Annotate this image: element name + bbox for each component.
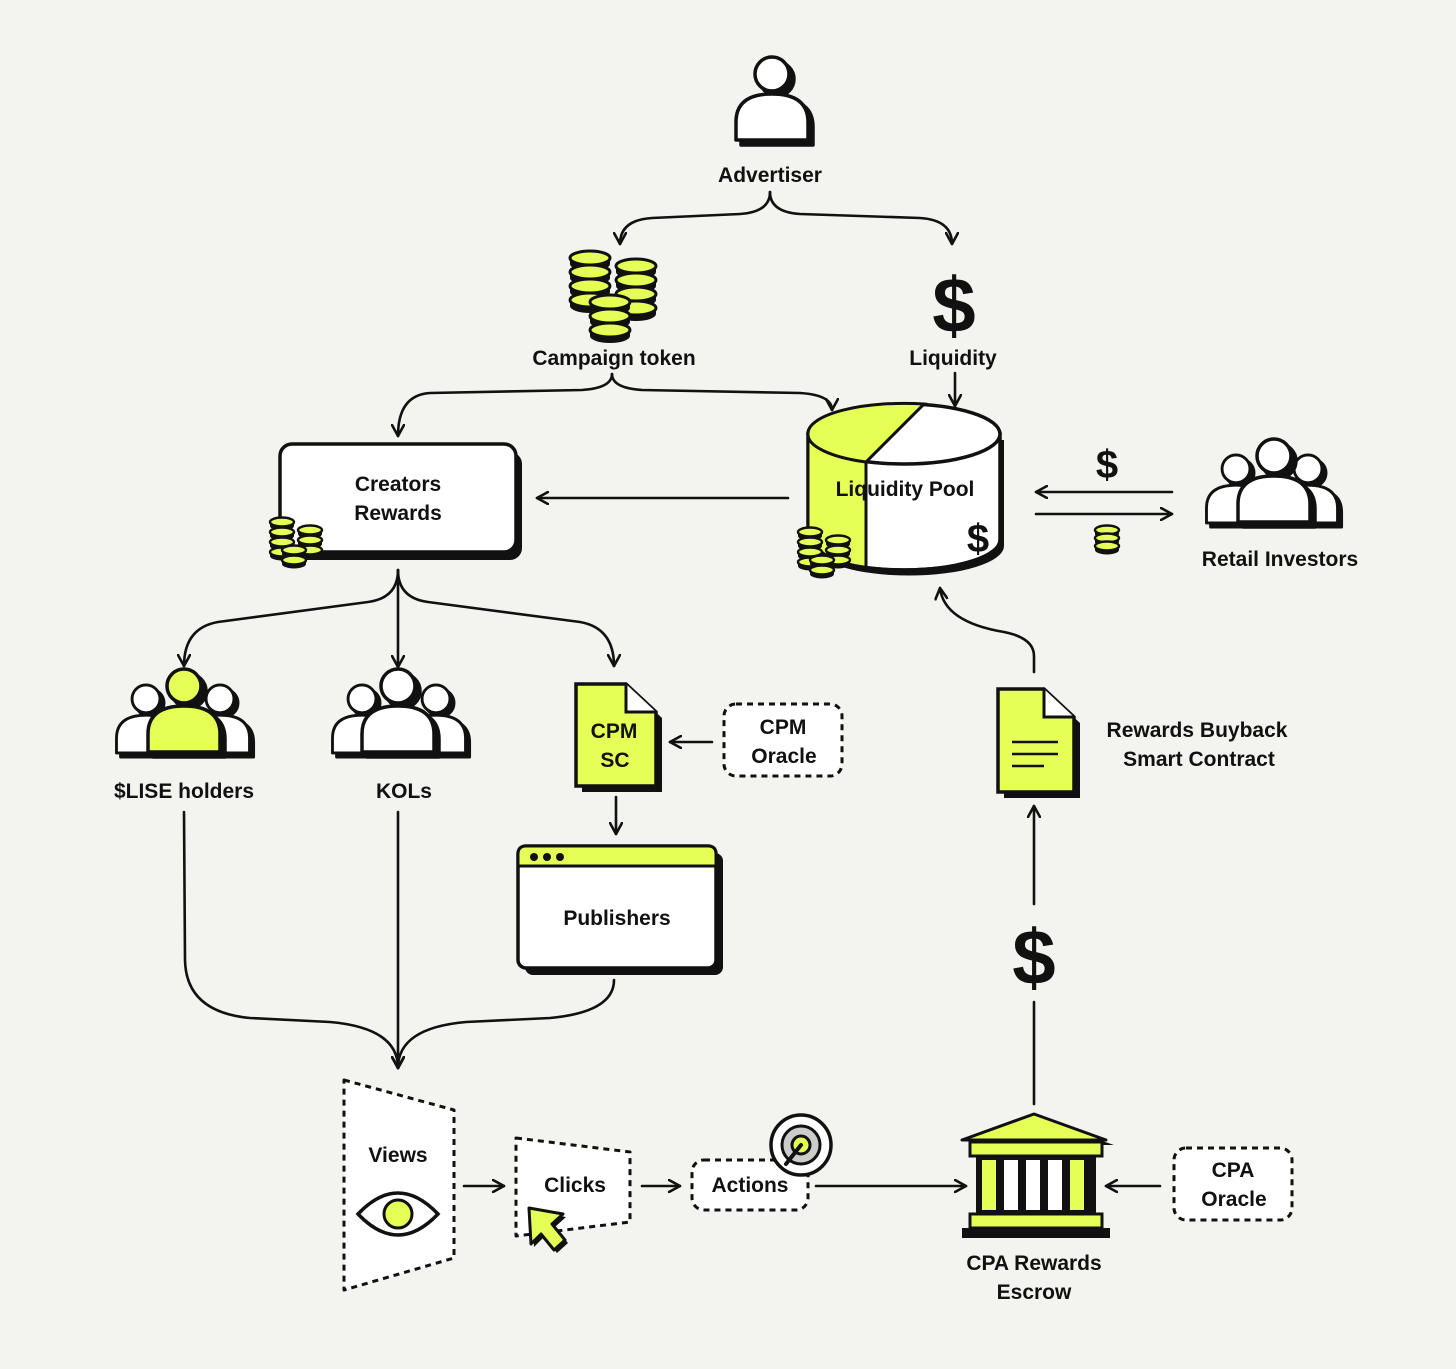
browser-window-icon xyxy=(516,844,723,975)
cpm-oracle-node: CPM Oracle xyxy=(722,702,844,778)
views-label: Views xyxy=(368,1144,427,1167)
creators-rewards-line1: Creators xyxy=(355,473,441,496)
cpa-escrow-node: CPA Rewards Escrow xyxy=(960,1112,1114,1304)
document-icon xyxy=(996,687,1080,798)
document-icon xyxy=(574,682,662,792)
campaign-token-node: Campaign token xyxy=(532,249,696,370)
campaign-token-label: Campaign token xyxy=(532,347,695,370)
rewards-buyback-node: Rewards Buyback Smart Contract xyxy=(996,687,1288,798)
actions-node: Actions xyxy=(690,1113,833,1212)
rewards-buyback-line1: Rewards Buyback xyxy=(1107,719,1288,742)
bank-icon xyxy=(960,1112,1114,1238)
lise-holders-node: $LISE holders xyxy=(114,667,256,803)
group-icon xyxy=(115,667,256,759)
clicks-node: Clicks xyxy=(514,1136,632,1253)
connectors xyxy=(184,190,1174,1186)
cursor-icon xyxy=(527,1206,568,1253)
rewards-buyback-line2: Smart Contract xyxy=(1123,748,1275,771)
liquidity-pool-label: Liquidity Pool xyxy=(836,478,975,501)
liquidity-pool-node: Liquidity Pool $ xyxy=(796,401,1004,580)
swap-coin-icon xyxy=(1093,524,1121,556)
cpa-escrow-line1: CPA Rewards xyxy=(966,1252,1101,1275)
pool-dollar-icon: $ xyxy=(967,517,989,561)
coin-stacks-icon xyxy=(568,249,658,345)
swap-dollar-icon: $ xyxy=(1096,443,1118,487)
kols-node: KOLs xyxy=(331,667,472,803)
cpm-oracle-line1: CPM xyxy=(760,716,807,739)
liquidity-label: Liquidity xyxy=(909,347,997,370)
cpm-sc-line2: SC xyxy=(600,749,629,772)
cpa-oracle-line1: CPA xyxy=(1212,1159,1255,1182)
kols-label: KOLs xyxy=(376,780,432,803)
group-icon xyxy=(331,667,472,759)
retail-investors-label: Retail Investors xyxy=(1202,548,1358,571)
cpm-oracle-line2: Oracle xyxy=(751,745,816,768)
cpa-oracle-node: CPA Oracle xyxy=(1172,1146,1294,1222)
creators-rewards-line2: Rewards xyxy=(354,502,442,525)
advertiser-label: Advertiser xyxy=(718,164,822,187)
liquidity-node: $ Liquidity xyxy=(909,261,997,370)
actions-label: Actions xyxy=(711,1174,788,1197)
target-icon xyxy=(769,1113,833,1177)
cylinder-pool-icon xyxy=(806,401,1004,576)
advertiser-node: Advertiser xyxy=(718,55,822,187)
dollar-icon: $ xyxy=(932,261,975,349)
cpm-sc-line1: CPM xyxy=(591,720,638,743)
cpa-oracle-line2: Oracle xyxy=(1201,1188,1266,1211)
creators-rewards-node: Creators Rewards xyxy=(268,442,522,570)
cpa-escrow-line2: Escrow xyxy=(997,1281,1072,1304)
views-node: Views xyxy=(342,1078,456,1292)
lise-holders-label: $LISE holders xyxy=(114,780,254,803)
buyback-dollar-icon: $ xyxy=(1012,913,1055,1001)
person-icon xyxy=(734,55,815,147)
publishers-label: Publishers xyxy=(563,907,670,930)
publishers-node: Publishers xyxy=(516,844,723,975)
cpm-sc-node: CPM SC xyxy=(574,682,662,792)
clicks-label: Clicks xyxy=(544,1174,606,1197)
retail-investors-node: $ Retail Investors xyxy=(1093,437,1358,571)
group-icon xyxy=(1205,437,1344,529)
eye-icon xyxy=(355,1191,441,1237)
